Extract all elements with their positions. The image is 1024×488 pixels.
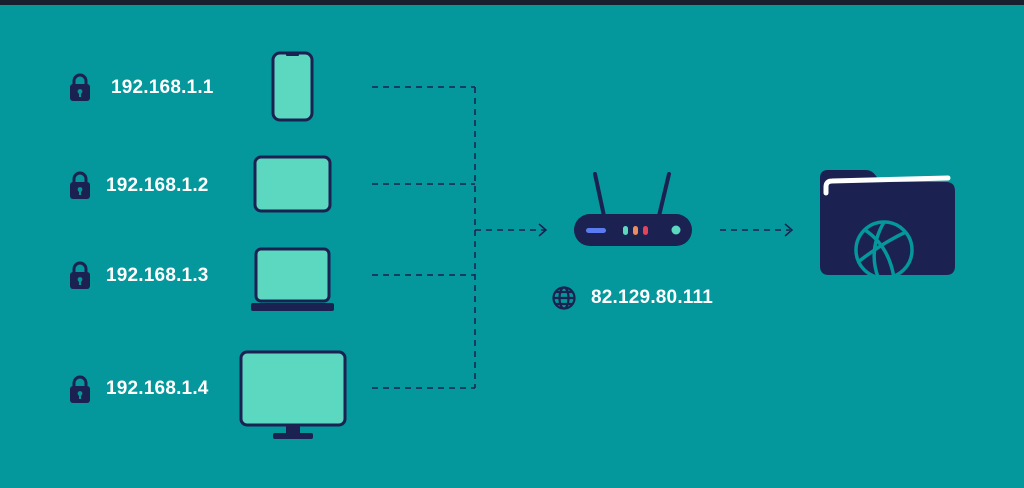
tablet-icon — [253, 155, 332, 213]
laptop-icon — [251, 247, 334, 311]
folder-globe-icon — [820, 170, 955, 280]
led-red — [643, 226, 648, 235]
top-border — [0, 0, 1024, 5]
monitor-icon — [239, 350, 347, 439]
led-blue — [586, 228, 606, 233]
phone-icon — [271, 51, 314, 122]
lock-icon — [70, 375, 90, 403]
led-status — [671, 225, 681, 235]
led-orange — [633, 226, 638, 235]
device-ip-laptop: 192.168.1.3 — [106, 265, 209, 286]
router-icon — [574, 172, 692, 246]
lock-icon — [70, 171, 90, 199]
led-green — [623, 226, 628, 235]
arrow-head-destination — [784, 223, 794, 237]
device-ip-monitor: 192.168.1.4 — [106, 378, 209, 399]
globe-icon — [552, 286, 576, 310]
device-ip-tablet: 192.168.1.2 — [106, 175, 209, 196]
connection-lines — [372, 86, 790, 389]
lock-icon — [70, 73, 90, 101]
router-public-ip: 82.129.80.111 — [591, 287, 714, 308]
lock-icon — [70, 261, 90, 289]
device-ip-phone: 192.168.1.1 — [111, 77, 214, 98]
arrow-head-router — [538, 223, 548, 237]
